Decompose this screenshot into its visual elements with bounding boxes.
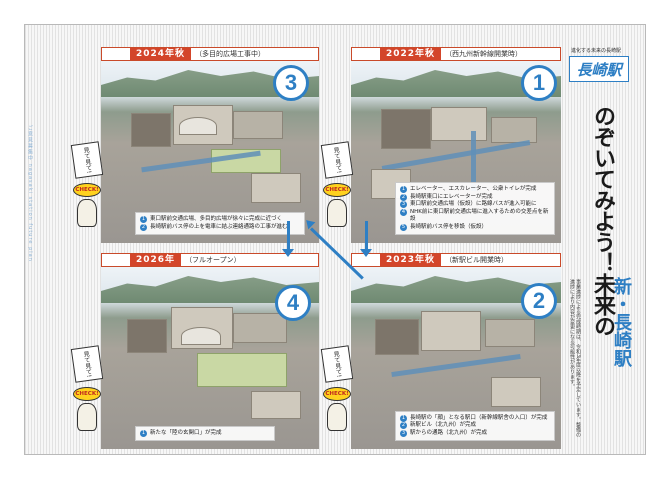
arrow-down-icon [360, 249, 372, 257]
status-label: （西九州新幹線開業時） [445, 50, 523, 58]
check-badge: CHECK! [73, 183, 101, 197]
step-number: 4 [275, 285, 311, 321]
footnote: 事業進捗による完成時期は、令和3年度以降を予定しています。整備の進捗により内容が… [569, 279, 581, 438]
mascot-sign: 見て見て! [320, 141, 354, 179]
check-badge: CHECK! [73, 387, 101, 401]
arrow-down-right [365, 221, 368, 251]
mascot-character: 見て見て! CHECK! [70, 141, 104, 233]
side-note: ご意見募集中 nagasaki station future plan [27, 125, 33, 262]
status-label: （フルオープン） [185, 256, 241, 264]
panel-header: 2022年秋 （西九州新幹線開業時） [351, 47, 561, 61]
status-label: （多目的広場工事中） [195, 50, 266, 58]
year-badge: 2023年秋 [380, 254, 442, 266]
step-number: 1 [521, 65, 557, 101]
year-badge: 2022年秋 [380, 48, 442, 60]
check-badge: CHECK! [323, 183, 351, 197]
mascot-sign: 見て見て! [70, 141, 104, 179]
step-number: 3 [273, 65, 309, 101]
mascot-sign: 見て見て! [70, 345, 104, 383]
mascot-character: 見て見て! CHECK! [320, 345, 354, 437]
mascot-sign: 見て見て! [320, 345, 354, 383]
main-title: のぞいてみよう！未来の [590, 105, 615, 336]
arrow-down-left [287, 221, 290, 251]
logo: 長崎駅 [569, 56, 629, 82]
mascot-character: 見て見て! CHECK! [70, 345, 104, 437]
status-label: （新駅ビル開業時） [445, 256, 509, 264]
panel-header: 2026年 （フルオープン） [101, 253, 319, 267]
title-column: 進化する未来の長崎駅 長崎駅 のぞいてみよう！未来の 新・長崎駅 事業進捗による… [565, 47, 637, 447]
arrow-down-icon [282, 249, 294, 257]
year-badge: 2024年秋 [130, 48, 192, 60]
step-number: 2 [521, 283, 557, 319]
logo-text: 長崎駅 [576, 60, 622, 79]
year-badge: 2026年 [130, 254, 182, 266]
panel-header: 2024年秋 （多目的広場工事中） [101, 47, 319, 61]
station-title: 新・長崎駅 [611, 277, 632, 367]
mascot-character: 見て見て! CHECK! [320, 141, 354, 233]
panel-header: 2023年秋 （新駅ビル開業時） [351, 253, 561, 267]
check-badge: CHECK! [323, 387, 351, 401]
tagline: 進化する未来の長崎駅 [571, 48, 622, 54]
